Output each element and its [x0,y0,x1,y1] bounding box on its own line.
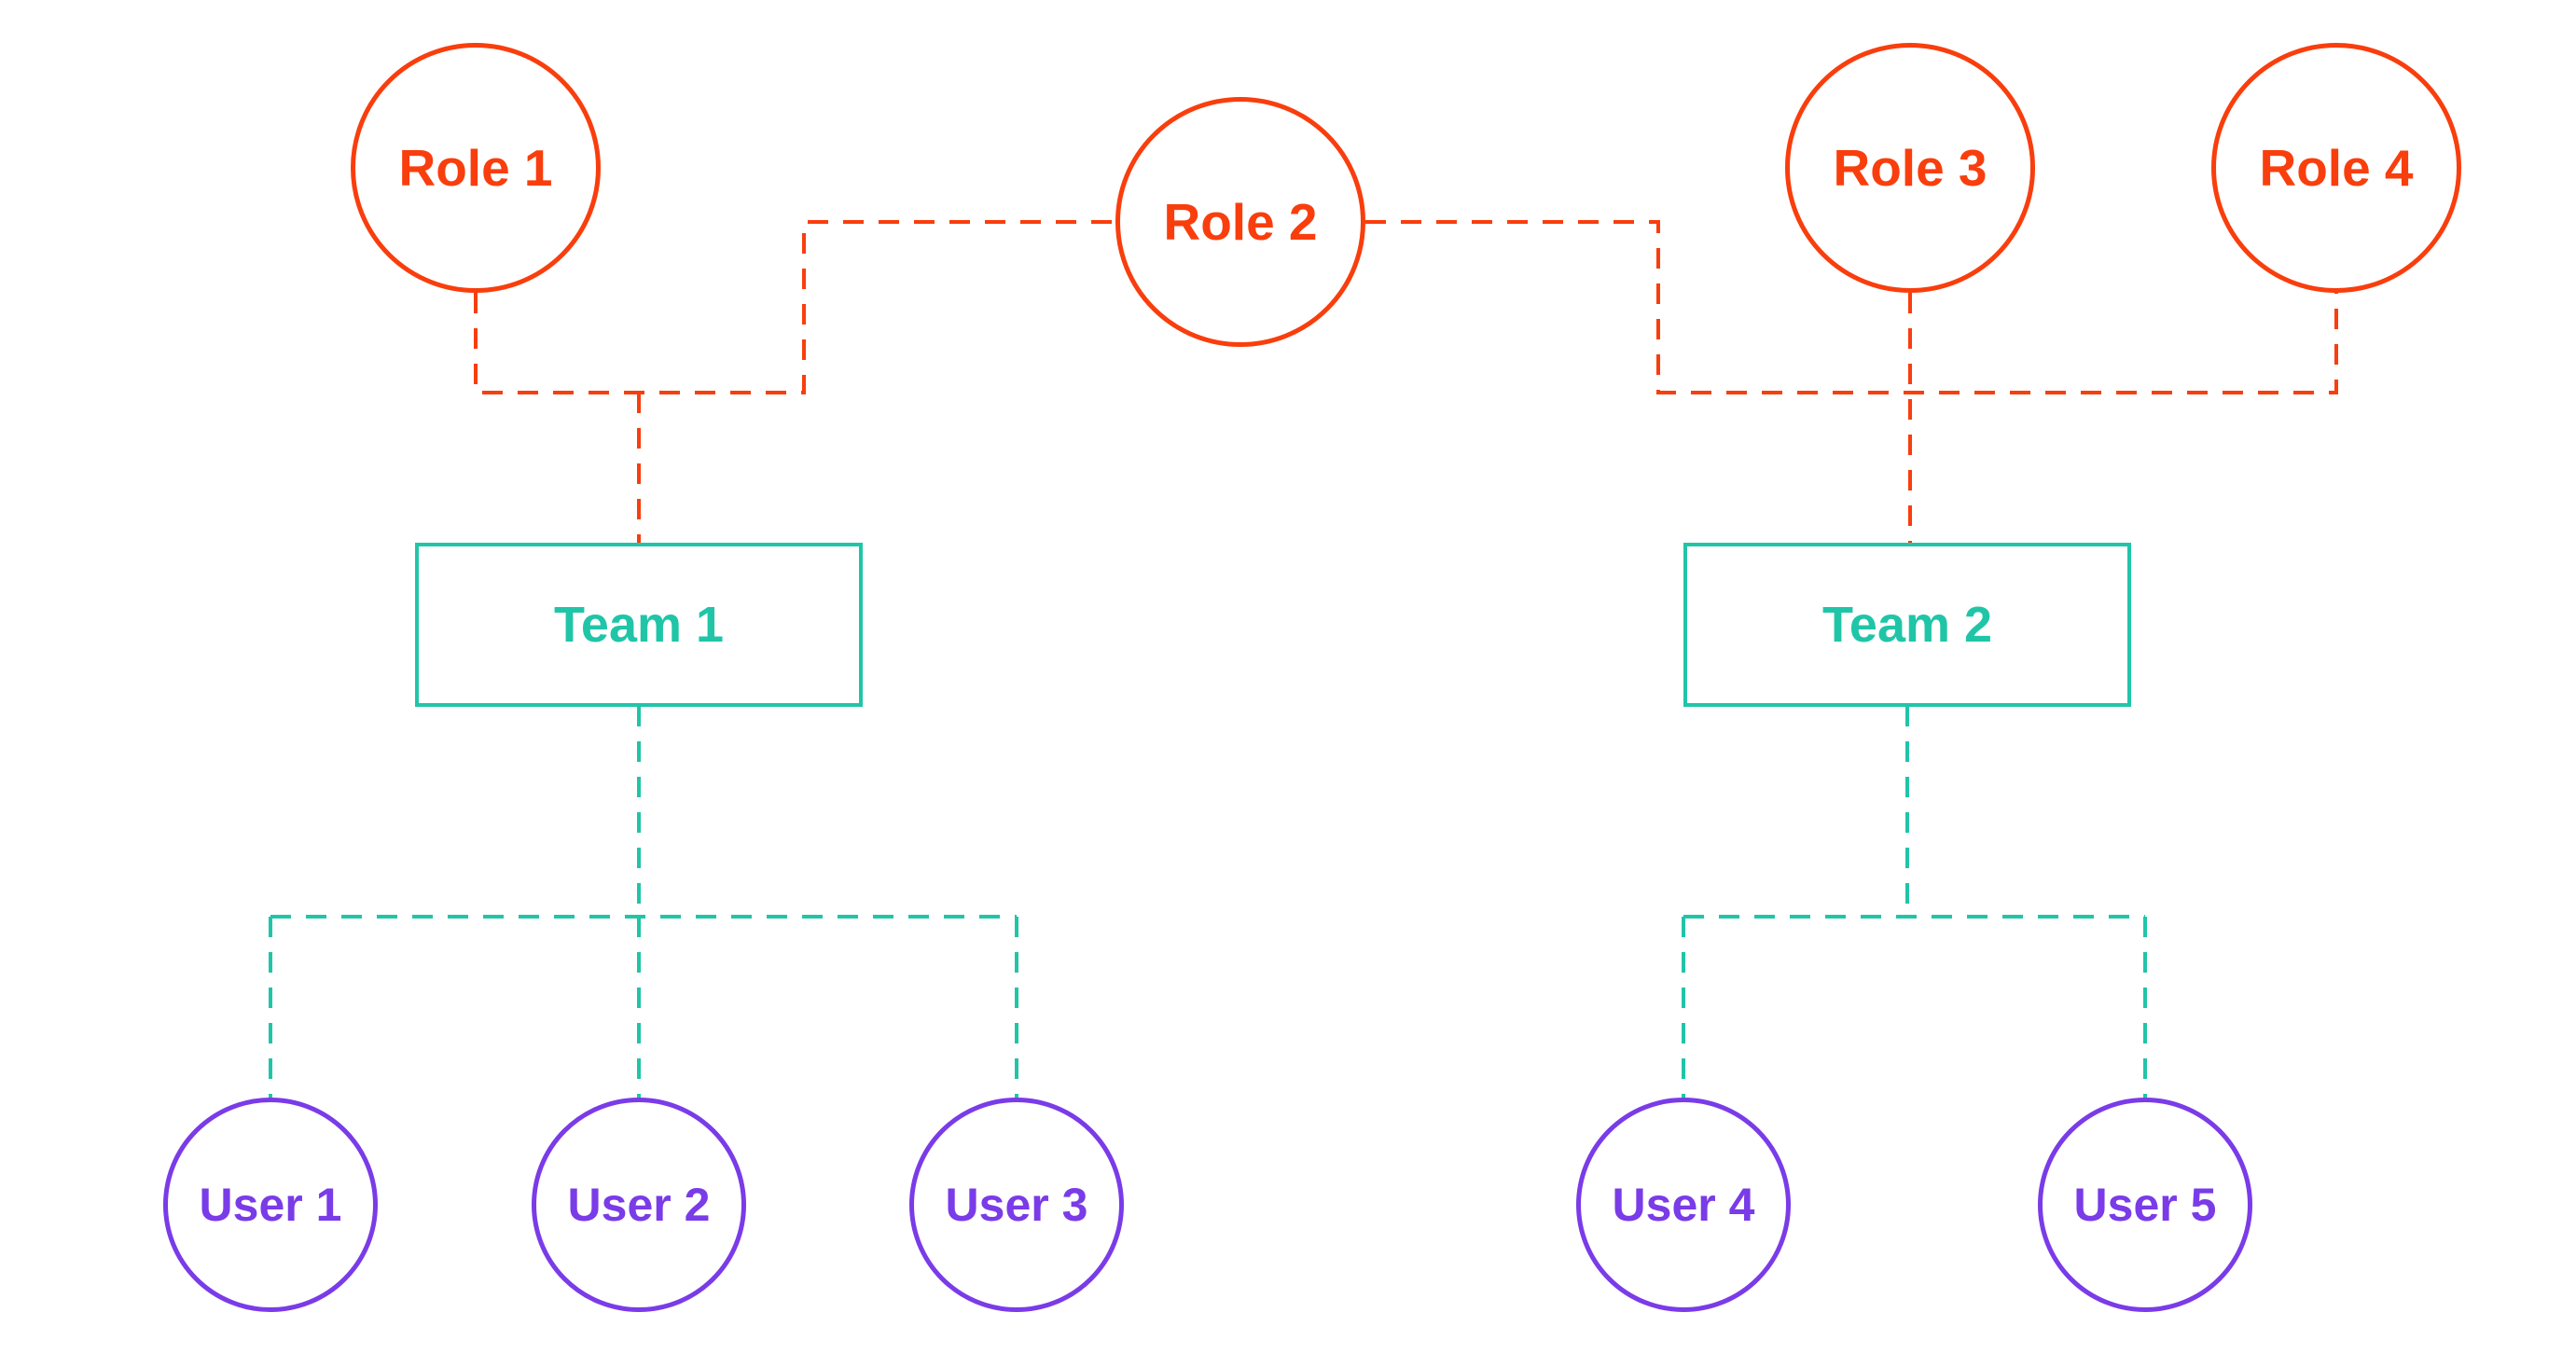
team-1-label: Team 1 [553,597,725,653]
role-3-label: Role 3 [1833,138,1987,197]
user-1-node: User 1 [163,1098,378,1312]
role-4-label: Role 4 [2259,138,2414,197]
user-2-label: User 2 [567,1179,711,1231]
team-2-label: Team 2 [1821,597,1993,653]
user-5-label: User 5 [2073,1179,2217,1231]
user-4-label: User 4 [1612,1179,1755,1231]
role1-bus-role2-left-connector [474,220,1115,394]
user-1-label: User 1 [199,1179,342,1231]
user-3-label: User 3 [945,1179,1088,1231]
role-2-node: Role 2 [1115,97,1365,347]
role-1-node: Role 1 [351,43,601,293]
team-2-node: Team 2 [1683,543,2131,707]
user-2-node: User 2 [532,1098,746,1312]
role-2-label: Role 2 [1163,192,1318,251]
user-5-node: User 5 [2038,1098,2252,1312]
role-3-node: Role 3 [1785,43,2035,293]
role-4-node: Role 4 [2211,43,2461,293]
role2-right-to-role4-connector [1365,220,2338,394]
team-1-node: Team 1 [415,543,863,707]
user-3-node: User 3 [909,1098,1124,1312]
user-4-node: User 4 [1576,1098,1791,1312]
role-1-label: Role 1 [398,138,553,197]
